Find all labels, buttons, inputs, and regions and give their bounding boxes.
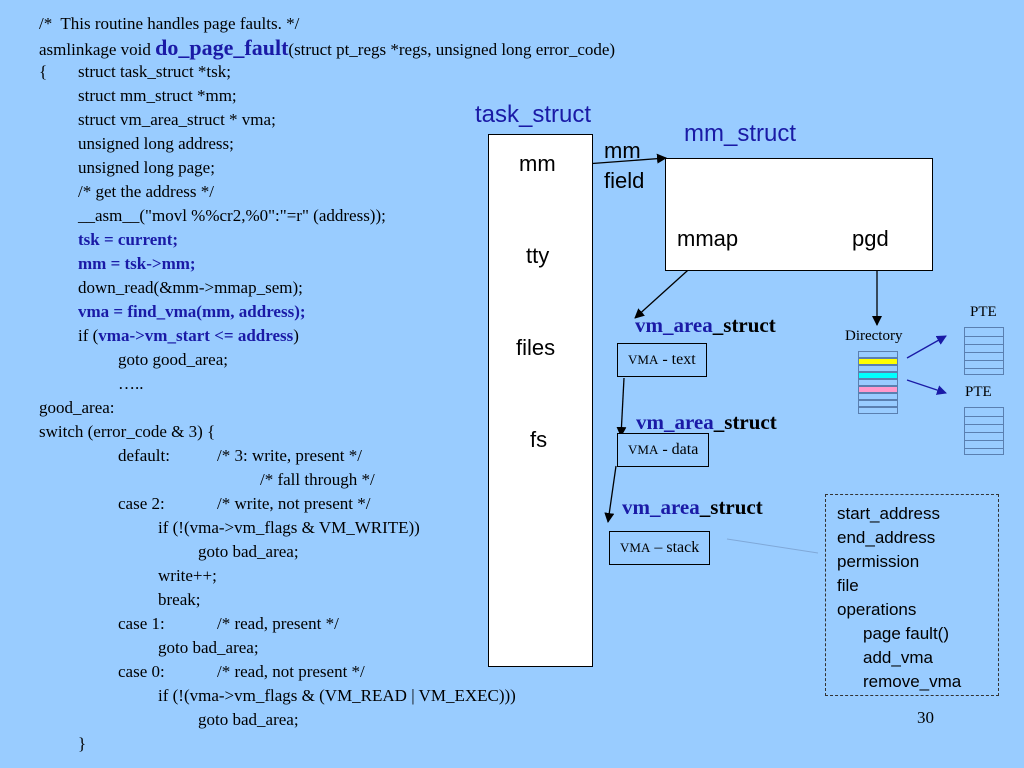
code-line: mm = tsk->mm; [78, 254, 196, 273]
code-line: down_read(&mm->mmap_sem); [78, 278, 303, 297]
vm-area-title-1: vm_area_struct [635, 313, 776, 337]
dir-row-cyan [858, 372, 898, 379]
code-line: if (vma->vm_start <= address) [78, 326, 299, 345]
vma-field-operations: operations [837, 600, 917, 619]
code-line: /* This routine handles page faults. */ [39, 14, 300, 33]
vm-area-title-3: vm_area_struct [622, 495, 763, 519]
vm-area-title-2: vm_area_struct [636, 410, 777, 434]
pte-table-1 [964, 327, 1004, 375]
dir-row-pink [858, 386, 898, 393]
pte-row [965, 352, 1003, 360]
dir-pte1-arrow [906, 335, 947, 359]
dir-pte2-arrow [906, 379, 947, 395]
dir-row [858, 400, 898, 407]
code-line: {struct task_struct *tsk; [39, 62, 231, 81]
pte-row [965, 368, 1003, 376]
pte-row [965, 336, 1003, 344]
vma-field-file: file [837, 576, 859, 595]
pte-row [965, 360, 1003, 368]
pte-row [965, 344, 1003, 352]
vma-field-permission: permission [837, 552, 920, 571]
code-line: case 1:/* read, present */ [118, 614, 339, 633]
vma-op-page-fault: page fault() [863, 624, 949, 643]
task-field-fs: fs [530, 427, 548, 452]
code-line: goto good_area; [118, 350, 228, 369]
code-line: __asm__("movl %%cr2,%0":"=r" (address)); [78, 206, 386, 225]
mmap-arrow [634, 261, 698, 319]
code-line: case 0:/* read, not present */ [118, 662, 365, 681]
code-line: asmlinkage void do_page_fault(struct pt_… [39, 35, 616, 60]
code-line: case 2:/* write, not present */ [118, 494, 371, 513]
stack-ops-connector [726, 538, 819, 554]
code-line: switch (error_code & 3) { [39, 422, 216, 441]
dir-row [858, 379, 898, 386]
code-line: goto bad_area; [198, 542, 299, 561]
code-line: unsigned long address; [78, 134, 234, 153]
dir-row-yellow [858, 358, 898, 365]
vma-op-remove-vma: remove_vma [863, 672, 962, 691]
code-line: break; [158, 590, 201, 609]
vma-stack-box: VMA – stack [609, 531, 711, 565]
pte-row [965, 448, 1003, 456]
code-line: struct mm_struct *mm; [78, 86, 237, 105]
pte-label-1: PTE [970, 304, 997, 320]
vma-data-box: VMA - data [617, 433, 710, 467]
task-struct-box [488, 134, 593, 667]
mm-field-mmap: mmap [677, 226, 739, 251]
code-line: /* fall through */ [260, 470, 375, 489]
page-number: 30 [917, 708, 934, 727]
mm-field-label-1: mm [604, 138, 641, 163]
vma-field-end-address: end_address [837, 528, 936, 547]
pte-row [965, 440, 1003, 448]
mm-field-label-2: field [604, 168, 645, 193]
pte-row [965, 432, 1003, 440]
directory-label: Directory [845, 328, 903, 344]
code-line: if (!(vma->vm_flags & VM_WRITE)) [158, 518, 420, 537]
mm-struct-box [665, 158, 933, 271]
code-line: } [78, 734, 87, 753]
dir-row [858, 365, 898, 372]
code-line: vma = find_vma(mm, address); [78, 302, 306, 321]
pte-label-2: PTE [965, 384, 992, 400]
vma-data-stack-arrow [604, 465, 617, 523]
code-line: default:/* 3: write, present */ [118, 446, 362, 465]
code-line: goto bad_area; [158, 638, 259, 657]
code-line: if (!(vma->vm_flags & (VM_READ | VM_EXEC… [158, 686, 516, 705]
pte-row [965, 416, 1003, 424]
vma-field-start-address: start_address [837, 504, 940, 523]
code-line: unsigned long page; [78, 158, 215, 177]
task-struct-title: task_struct [475, 101, 592, 128]
code-line: struct vm_area_struct * vma; [78, 110, 276, 129]
code-line: good_area: [39, 398, 115, 417]
pte-table-2 [964, 407, 1004, 455]
code-line: write++; [158, 566, 217, 585]
vma-text-box: VMA - text [617, 343, 707, 377]
code-line: /* get the address */ [78, 182, 214, 201]
vma-text-data-arrow [616, 377, 627, 437]
vma-fields-box: start_address end_address permission fil… [825, 494, 999, 696]
dir-row [858, 407, 898, 414]
mm-field-pgd: pgd [852, 226, 889, 251]
task-field-files: files [516, 335, 556, 360]
vma-op-add-vma: add_vma [863, 648, 933, 667]
task-field-mm: mm [519, 151, 556, 176]
dir-row [858, 393, 898, 400]
code-line: goto bad_area; [198, 710, 299, 729]
code-line: tsk = current; [78, 230, 179, 249]
mm-struct-title: mm_struct [684, 120, 797, 147]
task-field-tty: tty [526, 243, 550, 268]
dir-row [858, 351, 898, 358]
pte-row [965, 424, 1003, 432]
code-line: ….. [118, 374, 144, 393]
